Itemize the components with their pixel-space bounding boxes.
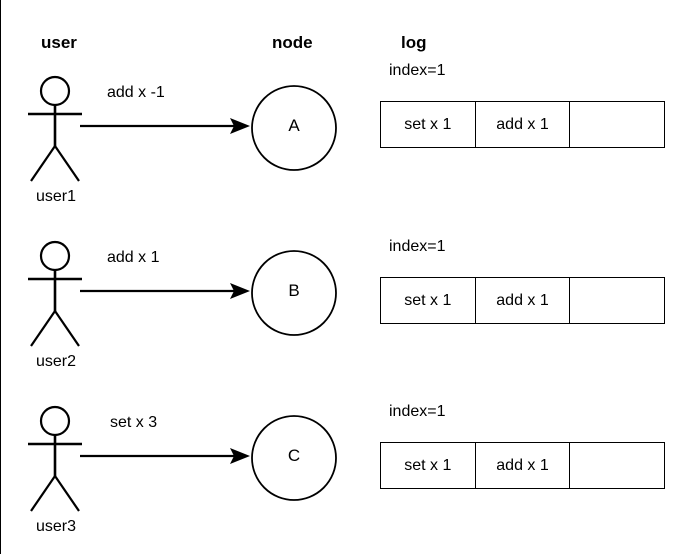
log-cell: set x 1	[381, 102, 476, 147]
node-circle-c[interactable]	[250, 414, 338, 502]
message-label-row3: set x 3	[110, 414, 158, 431]
log-table-row1: set x 1 add x 1	[380, 101, 665, 148]
log-cell	[570, 443, 664, 488]
node-label-a: A	[288, 116, 300, 135]
log-cell: add x 1	[476, 443, 571, 488]
node-label-b: B	[288, 281, 300, 300]
message-label-row1: add x -1	[107, 84, 165, 101]
stick-figure-icon	[28, 405, 82, 512]
log-cell: set x 1	[381, 278, 476, 323]
actor-label-user1: user1	[36, 188, 77, 205]
log-cell	[570, 102, 664, 147]
message-arrow-row2	[80, 283, 250, 299]
stick-figure-icon	[28, 75, 82, 182]
log-index-label-row1: index=1	[389, 62, 446, 79]
message-arrow-row1	[80, 118, 250, 134]
log-cell: add x 1	[476, 278, 571, 323]
log-cell: set x 1	[381, 443, 476, 488]
column-header-log: log	[401, 33, 427, 52]
log-index-label-row2: index=1	[389, 238, 446, 255]
log-cell	[570, 278, 664, 323]
message-arrow-row3	[80, 448, 250, 464]
log-table-row3: set x 1 add x 1	[380, 442, 665, 489]
node-circle-a[interactable]	[250, 84, 338, 172]
node-circle-b[interactable]	[250, 249, 338, 337]
log-index-label-row3: index=1	[389, 403, 446, 420]
actor-label-user2: user2	[36, 353, 77, 370]
column-header-user: user	[41, 33, 77, 52]
actor-label-user3: user3	[36, 518, 77, 535]
log-cell: add x 1	[476, 102, 571, 147]
log-table-row2: set x 1 add x 1	[380, 277, 665, 324]
message-label-row2: add x 1	[107, 249, 160, 266]
stick-figure-icon	[28, 240, 82, 347]
canvas-left-border	[0, 0, 1, 554]
column-header-node: node	[272, 33, 313, 52]
node-label-c: C	[287, 446, 301, 465]
